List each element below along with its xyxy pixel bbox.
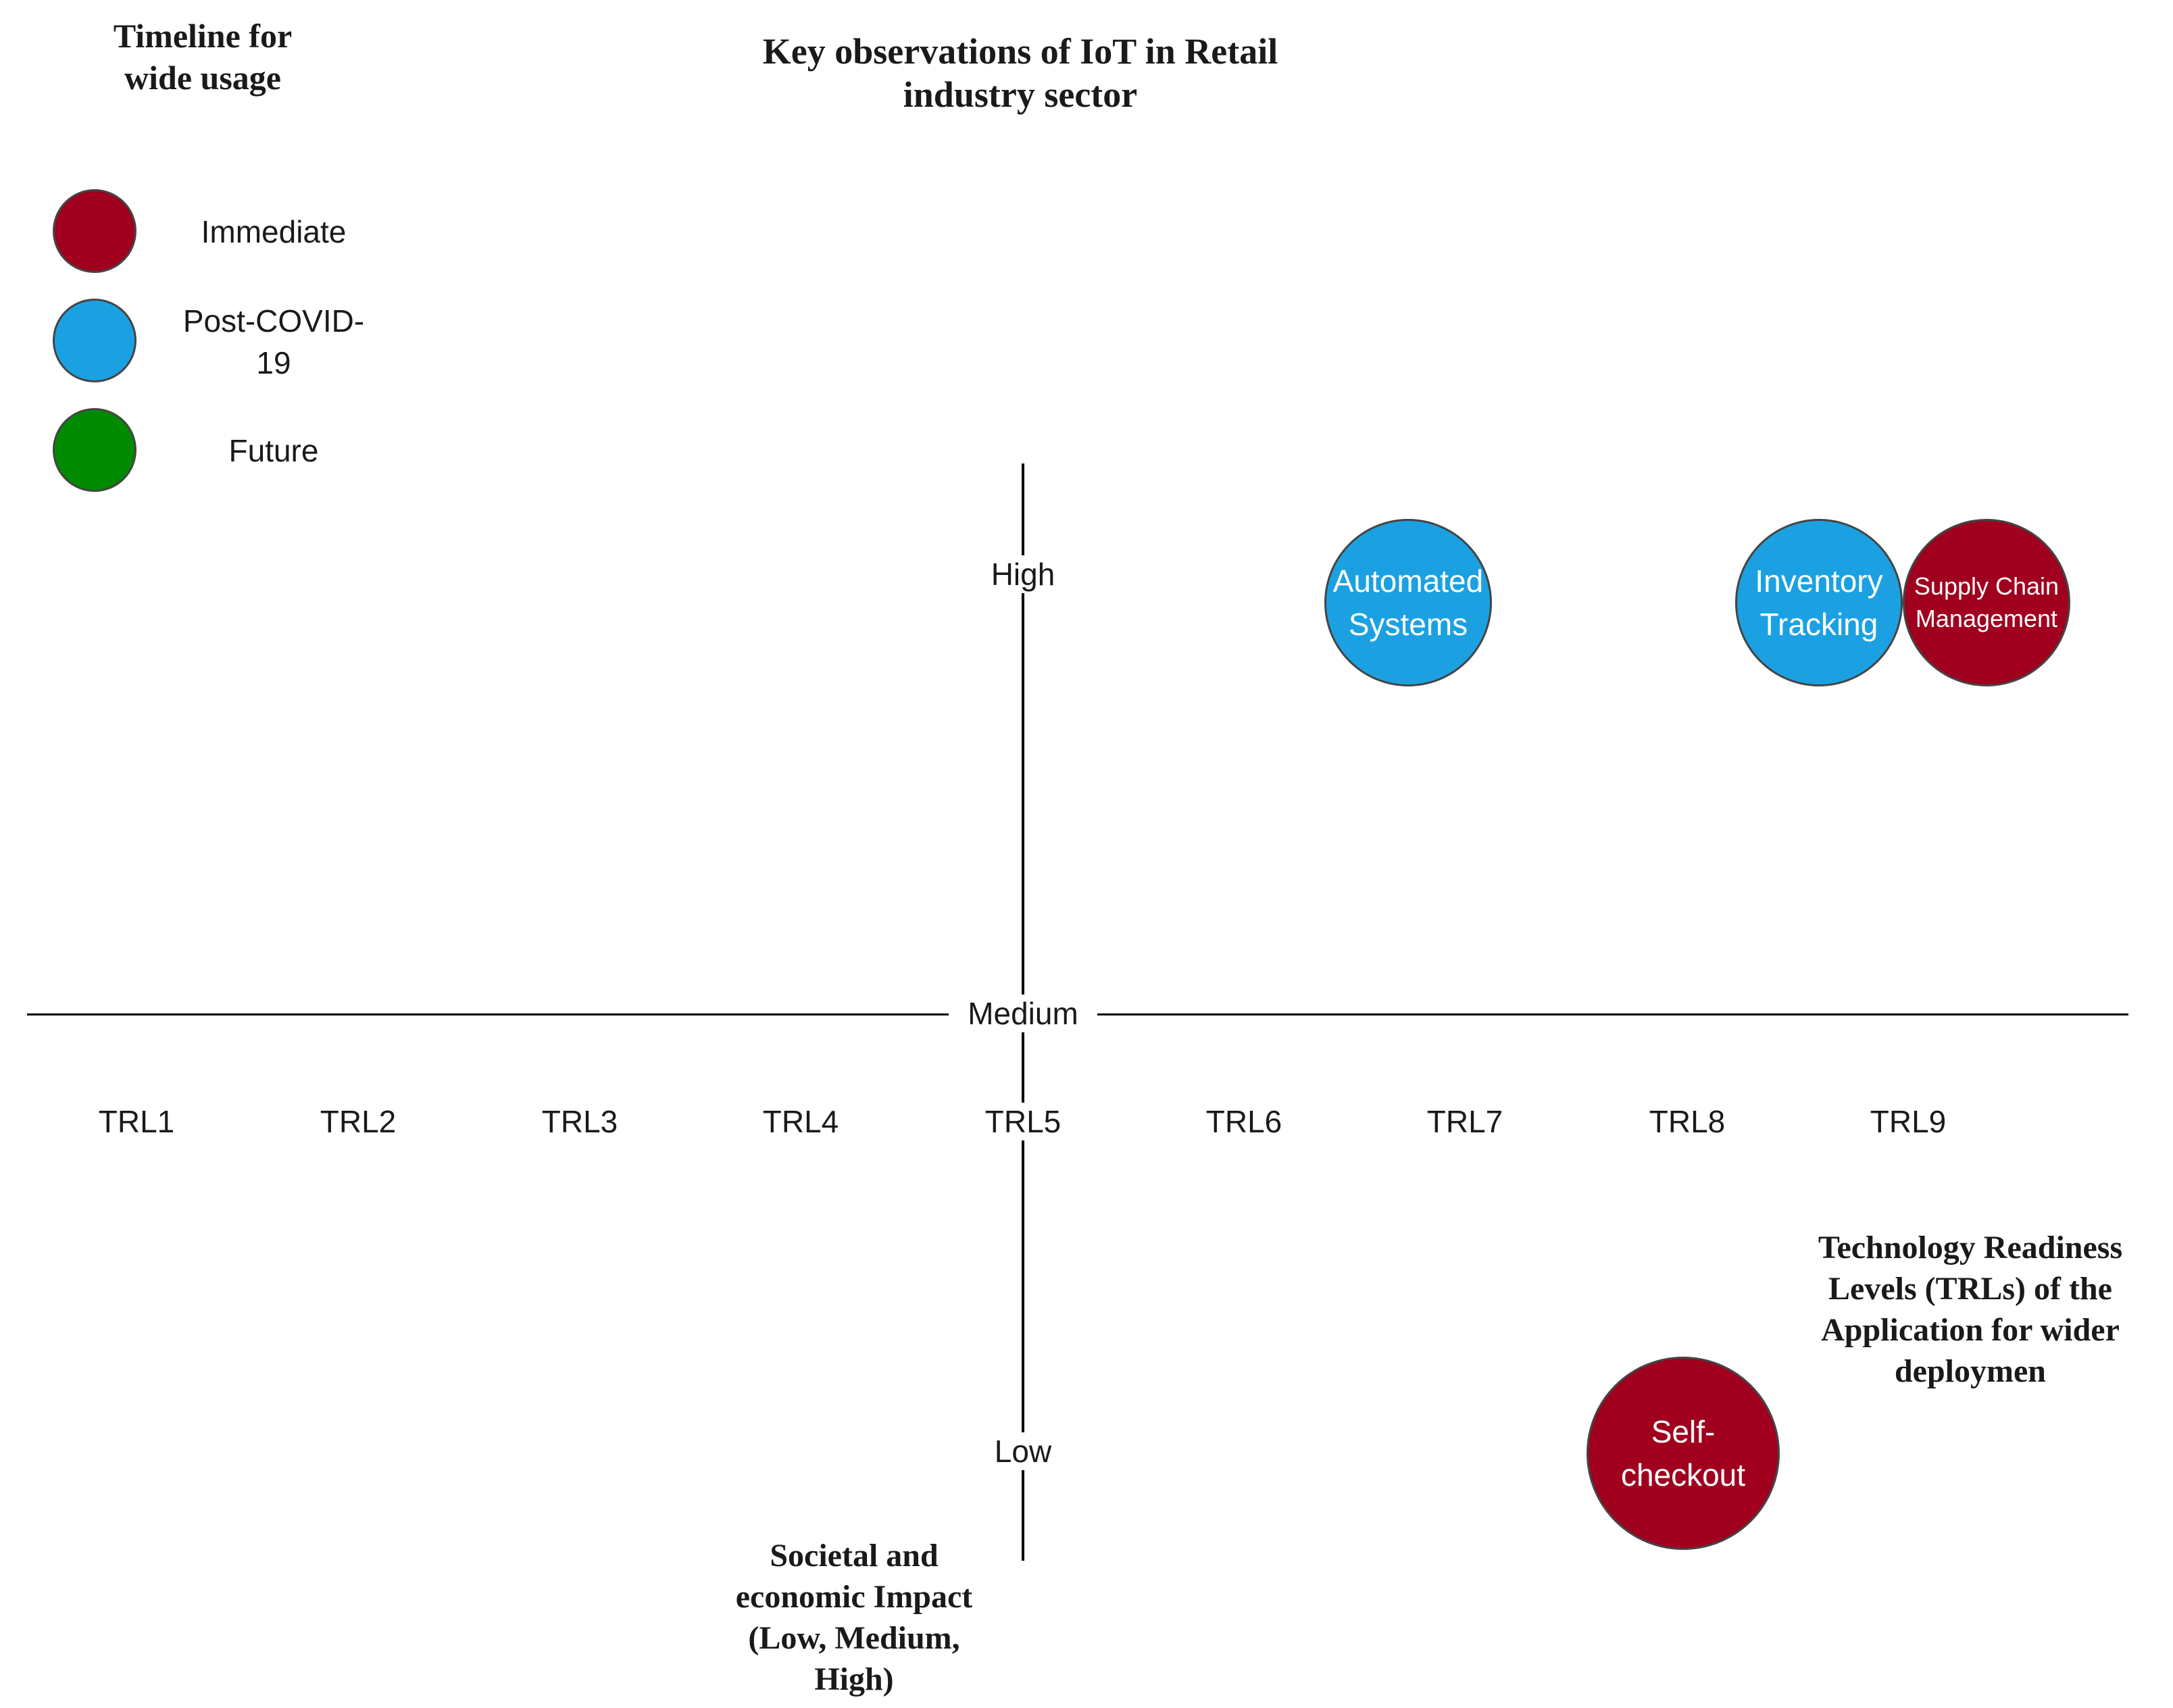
bubble-automated-systems-label: Automated Systems (1332, 563, 1484, 642)
bubble-inventory-tracking-label: Inventory Tracking (1755, 563, 1883, 642)
legend-future-label: Future (228, 433, 319, 468)
bubble-inventory-tracking: Inventory Tracking (1735, 519, 1903, 686)
trl-label: TRL1 (69, 1103, 204, 1140)
diagram-title: Key observations of IoT in Retail indust… (762, 31, 1278, 115)
trl-label: TRL5 (955, 1103, 1091, 1140)
trl-label: TRL6 (1176, 1103, 1312, 1140)
legend-future-swatch (53, 408, 136, 492)
trl-label: TRL4 (733, 1103, 868, 1140)
x-axis-caption: Technology Readiness Levels (TRLs) of th… (1818, 1230, 2123, 1389)
trl-label: TRL2 (291, 1103, 426, 1140)
y-axis-caption: Societal and economic Impact (Low, Mediu… (735, 1538, 973, 1697)
bubble-self-checkout: Self-checkout (1587, 1357, 1780, 1550)
legend-post-covid-label: Post-COVID-19 (182, 303, 365, 380)
bubble-automated-systems: Automated Systems (1324, 519, 1492, 686)
legend-post-covid-swatch (53, 299, 136, 382)
legend-immediate-label: Immediate (201, 214, 347, 249)
impact-medium-label: Medium (949, 995, 1097, 1032)
trl-label: TRL9 (1841, 1103, 1976, 1140)
bubble-self-checkout-label: Self-checkout (1620, 1414, 1746, 1492)
bubble-supply-chain-management: Supply Chain Management (1903, 519, 2070, 686)
impact-high-label: High (969, 555, 1077, 593)
legend-immediate-swatch (53, 189, 136, 273)
legend-title: Timeline for wide usage (113, 17, 293, 97)
trl-label: TRL7 (1397, 1103, 1532, 1140)
trl-label: TRL3 (512, 1103, 647, 1140)
trl-label: TRL8 (1620, 1103, 1755, 1140)
impact-low-label: Low (969, 1432, 1077, 1470)
bubble-supply-chain-management-label: Supply Chain Management (1914, 572, 2059, 632)
